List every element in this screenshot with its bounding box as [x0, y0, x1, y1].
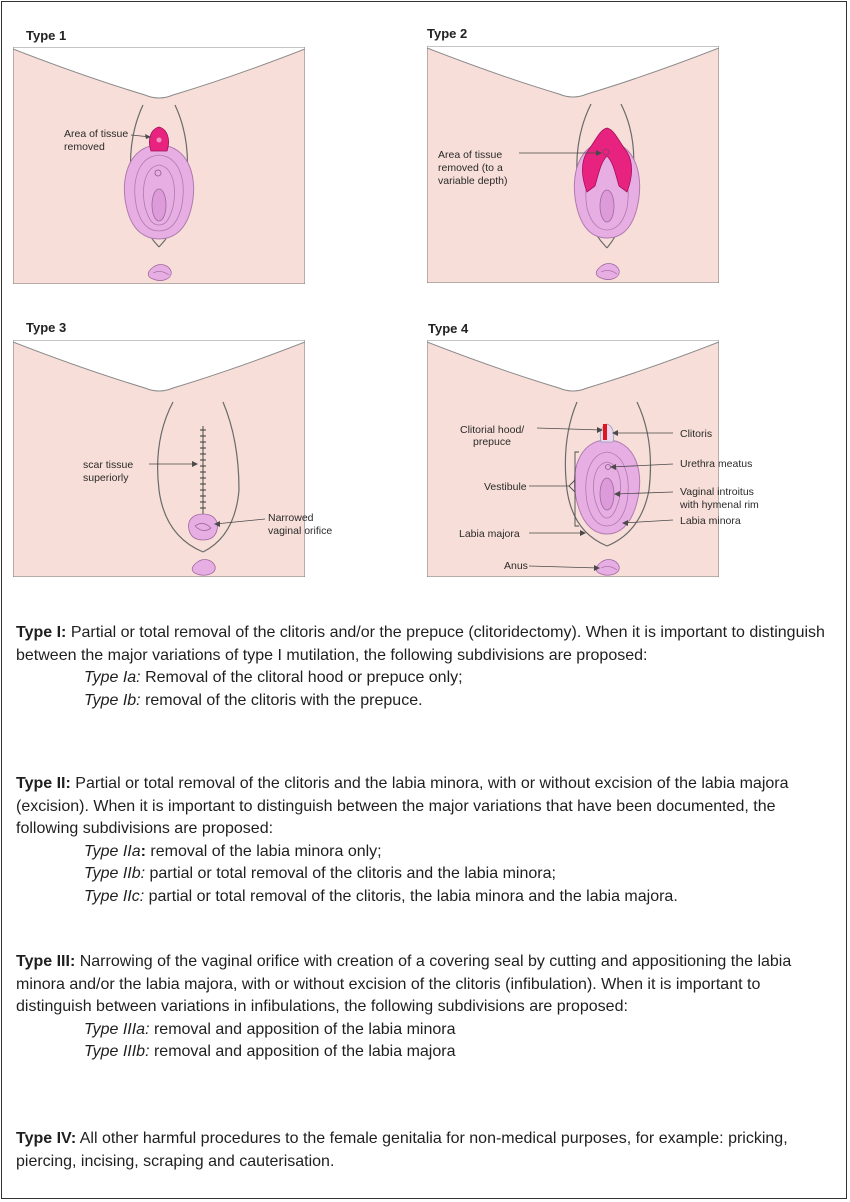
- label-area-removed-2b: removed (to a: [438, 162, 503, 174]
- sub-type-iia: Type IIa: removal of the labia minora on…: [16, 841, 836, 864]
- panel-title-type-4: Type 4: [428, 321, 469, 336]
- heading-type-3: Type III:: [16, 953, 76, 970]
- section-type-1: Type I: Partial or total removal of the …: [16, 622, 836, 712]
- sub-label-ia: Type Ia:: [84, 669, 141, 686]
- sub-label-iic: Type IIc:: [84, 887, 145, 905]
- label-scar-tissue-b: superiorly: [83, 472, 129, 484]
- sub-text-iib: partial or total removal of the clitoris…: [145, 865, 556, 882]
- section-type-1-paragraph: Type I: Partial or total removal of the …: [16, 622, 836, 667]
- section-type-4: Type IV: All other harmful procedures to…: [16, 1128, 836, 1173]
- label-clitoris: Clitoris: [680, 428, 713, 440]
- label-urethra-meatus: Urethra meatus: [680, 458, 753, 470]
- label-clitorial-hood: Clitorial hood/: [460, 424, 525, 436]
- sub-type-iiia: Type IIIa: removal and apposition of the…: [16, 1019, 836, 1042]
- text-type-1: Partial or total removal of the clitoris…: [16, 624, 825, 664]
- panel-type-1: [13, 47, 305, 284]
- sub-label-ib: Type Ib:: [84, 691, 141, 709]
- sub-label-iia: Type IIa: [84, 842, 141, 860]
- sub-text-iia: removal of the labia minora only;: [145, 842, 382, 860]
- panel-type-4: [427, 340, 719, 577]
- heading-type-2: Type II:: [16, 775, 71, 792]
- label-labia-majora: Labia majora: [459, 528, 520, 540]
- panel-title-type-2: Type 2: [427, 26, 468, 41]
- label-area-removed-1: Area of tissue: [64, 128, 129, 140]
- sub-type-iic: Type IIc: partial or total removal of th…: [16, 886, 836, 909]
- sub-type-ib: Type Ib: removal of the clitoris with th…: [16, 690, 836, 713]
- label-area-removed-2: Area of tissue: [438, 149, 503, 161]
- label-area-removed-2c: variable depth): [438, 175, 508, 187]
- label-scar-tissue: scar tissue: [83, 459, 134, 471]
- heading-type-1: Type I:: [16, 624, 67, 641]
- sub-text-iic: partial or total removal of the clitoris…: [144, 887, 678, 905]
- panel-type-2: [427, 46, 719, 283]
- panel-title-type-3: Type 3: [26, 320, 67, 335]
- text-type-4: All other harmful procedures to the fema…: [16, 1130, 788, 1170]
- label-anus: Anus: [504, 560, 528, 572]
- section-type-2: Type II: Partial or total removal of the…: [16, 773, 836, 908]
- sub-type-iiib: Type IIIb: removal and apposition of the…: [16, 1041, 836, 1064]
- text-type-2: Partial or total removal of the clitoris…: [16, 775, 789, 837]
- panel-title-type-1: Type 1: [26, 28, 67, 43]
- label-vaginal-orifice: vaginal orifice: [268, 525, 333, 537]
- section-type-3: Type III: Narrowing of the vaginal orifi…: [16, 951, 836, 1064]
- heading-type-4: Type IV:: [16, 1130, 77, 1147]
- sub-label-iiia: Type IIIa:: [84, 1020, 150, 1038]
- text-type-3: Narrowing of the vaginal orifice with cr…: [16, 953, 792, 1015]
- label-narrowed: Narrowed: [268, 512, 314, 524]
- sub-label-iiib: Type IIIb:: [84, 1043, 150, 1060]
- section-type-4-paragraph: Type IV: All other harmful procedures to…: [16, 1128, 836, 1173]
- panel-type-3: [13, 340, 305, 577]
- section-type-3-paragraph: Type III: Narrowing of the vaginal orifi…: [16, 951, 836, 1019]
- sub-text-iiib: removal and apposition of the labia majo…: [149, 1043, 456, 1060]
- sub-type-ia: Type Ia: Removal of the clitoral hood or…: [16, 667, 836, 690]
- sub-type-iib: Type IIb: partial or total removal of th…: [16, 863, 836, 886]
- sub-text-ia: Removal of the clitoral hood or prepuce …: [140, 669, 463, 686]
- section-type-2-paragraph: Type II: Partial or total removal of the…: [16, 773, 836, 841]
- label-prepuce: prepuce: [473, 436, 511, 448]
- label-vestibule: Vestibule: [484, 481, 527, 493]
- label-vaginal-introitus: Vaginal introitus: [680, 486, 754, 498]
- sub-label-iib: Type IIb:: [84, 865, 146, 882]
- sub-text-iiia: removal and apposition of the labia mino…: [149, 1020, 456, 1038]
- sub-colon-iia: :: [140, 842, 146, 860]
- label-labia-minora: Labia minora: [680, 515, 741, 527]
- label-hymenal-rim: with hymenal rim: [680, 499, 759, 511]
- sub-text-ib: removal of the clitoris with the prepuce…: [140, 691, 423, 709]
- label-area-removed-1b: removed: [64, 141, 105, 153]
